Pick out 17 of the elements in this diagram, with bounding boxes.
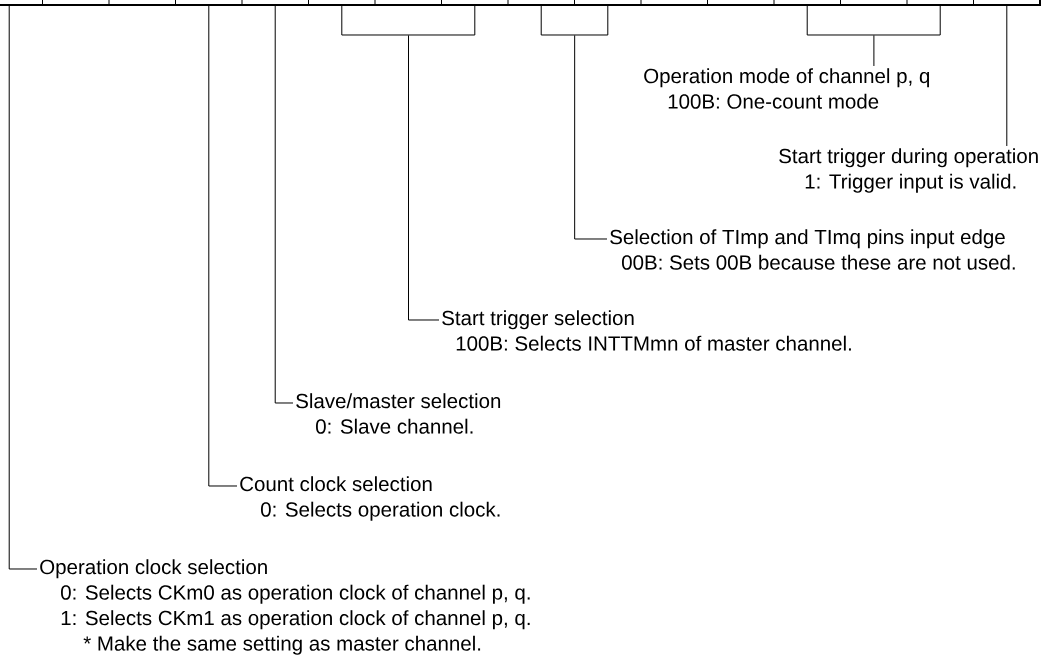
leader-line [408,34,440,321]
description-text: Start trigger during operation 1: Trigger input is valid. [779,148,1038,193]
bracket [341,4,476,36]
leader-line [873,34,875,67]
description-text: Count clock selection 0: Selects operation clock. [240,476,500,521]
leader-line [574,34,608,240]
description-text: Start trigger selection 100B: Selects INTTMmn of master channel. [442,310,851,351]
bracket [540,4,609,36]
description-text: Operation clock selection 0: Selects CKm0 as operation clock of channel p, q. 1: Selects CKm1 as operation clock of channel p, q. * Make the same setting as master channel. [40,559,530,655]
leader-line [8,4,38,570]
leader-line [274,4,294,404]
description-text: Slave/master selection 0: Slave channel. [296,393,501,434]
description-text: Selection of TImp and TImq pins input edge 00B: Sets 00B because these are not used. [610,229,1015,270]
leader-line [1006,4,1008,147]
description-text: Operation mode of channel p, q 100B: One-count mode [644,68,930,109]
bracket [806,4,941,36]
leader-line [208,4,238,487]
